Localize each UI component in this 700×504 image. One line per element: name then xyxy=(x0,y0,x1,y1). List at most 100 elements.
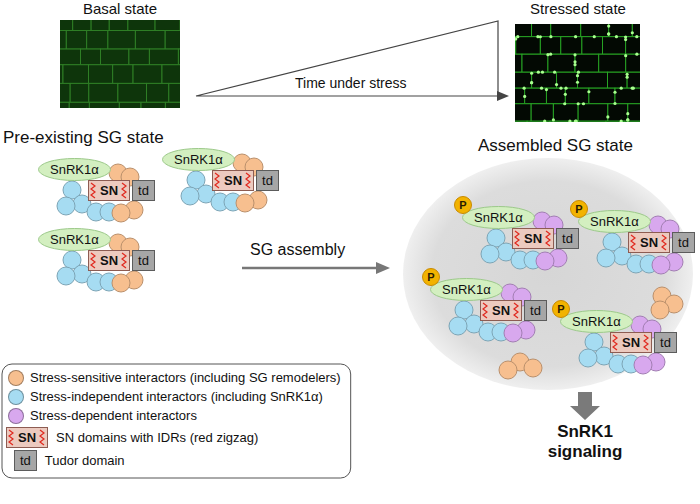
snrk1-ellipse: SnRK1α xyxy=(462,206,535,229)
phospho-circle: P xyxy=(454,196,472,214)
plant-cell xyxy=(91,20,109,30)
interactor-circles xyxy=(57,154,683,379)
idr-zigzag xyxy=(122,183,126,198)
basal-micrograph xyxy=(60,20,180,108)
granule-dot xyxy=(613,102,616,105)
idr-zigzag xyxy=(515,231,519,246)
plant-cell xyxy=(89,83,118,102)
plant-cell xyxy=(540,37,560,55)
snrk1-ellipse-shape xyxy=(39,159,111,181)
plant-cell xyxy=(522,54,548,72)
plant-cell xyxy=(515,72,532,88)
granule-dot xyxy=(549,53,552,56)
granule-dot xyxy=(615,35,618,38)
legend-box xyxy=(2,364,351,478)
plant-cell xyxy=(118,83,147,102)
granule-dot xyxy=(624,35,627,38)
snrk1-ellipse: SnRK1α xyxy=(430,278,503,301)
granule-dot xyxy=(632,87,635,90)
plant-cell xyxy=(525,88,547,104)
phospho-mark: P xyxy=(454,196,472,214)
interactor-protein xyxy=(524,359,542,377)
protein-name: SnRK1α xyxy=(442,282,491,297)
granule-dot xyxy=(607,32,610,35)
plant-cell xyxy=(162,65,180,84)
plant-cell xyxy=(550,121,577,122)
granule-dot xyxy=(549,35,552,38)
sn-domain-box: SN xyxy=(212,170,254,191)
plant-cell xyxy=(129,49,150,65)
domain-name: SN xyxy=(224,173,242,188)
snrk1-ellipse: SnRK1α xyxy=(560,310,633,333)
micrograph-panel: Basal state xyxy=(55,0,185,112)
granule-dot xyxy=(515,37,517,40)
protein-name: SnRK1α xyxy=(474,210,523,225)
plant-cell xyxy=(515,54,522,72)
idr-zigzag xyxy=(514,303,518,318)
granule-dot xyxy=(606,115,609,118)
plant-cell xyxy=(60,49,81,65)
legend-swatch xyxy=(8,389,24,405)
legend-text: Stress-dependent interactors xyxy=(30,408,197,424)
granule-dot xyxy=(546,53,549,56)
phospho-circle-shape xyxy=(455,197,472,214)
domain-name: td xyxy=(678,235,689,250)
protein-name: SnRK1α xyxy=(174,152,223,167)
panel-heading: Stressed state xyxy=(508,0,648,18)
plant-cell xyxy=(516,37,541,55)
time-wedge-outline xyxy=(196,21,498,96)
idr-zigzag xyxy=(483,303,487,318)
plant-cell xyxy=(66,30,86,49)
plant-cell xyxy=(527,121,550,122)
plant-cell xyxy=(531,104,553,121)
plant-cell xyxy=(60,20,73,30)
granule-dot xyxy=(573,63,576,66)
plant-cell xyxy=(578,72,608,88)
interactor-protein xyxy=(579,349,597,367)
granule-dot xyxy=(541,71,544,74)
phospho-mark: P xyxy=(422,268,440,286)
granule-dot xyxy=(564,87,567,90)
interactor-protein xyxy=(634,356,652,374)
snrk1-ellipse-shape xyxy=(39,229,111,251)
phospho-mark: P xyxy=(570,200,588,218)
plant-cell xyxy=(515,121,527,122)
domain-name: td xyxy=(530,303,541,318)
granule-dot xyxy=(568,120,571,122)
plant-cell xyxy=(599,54,626,72)
plant-cell xyxy=(113,65,133,84)
granule-dot xyxy=(626,76,629,79)
plant-cell xyxy=(101,49,129,65)
idr-zigzag xyxy=(546,231,550,246)
plant-cell xyxy=(609,24,633,37)
granule-dot xyxy=(593,35,596,38)
idr-zigzag xyxy=(613,335,617,350)
state-label: Assembled SG state xyxy=(478,136,633,156)
plant-cell xyxy=(60,102,69,108)
time-wedge: Time under stress xyxy=(195,18,510,100)
stressed-cells xyxy=(515,24,640,122)
plant-cell xyxy=(108,30,136,49)
protein-name: SnRK1α xyxy=(50,232,99,247)
granule-dot xyxy=(573,53,576,56)
domain-name: SN xyxy=(492,303,510,318)
snrk1-ellipse: SnRK1α xyxy=(578,210,651,233)
granule-dot xyxy=(626,118,629,121)
domain-name: td xyxy=(138,183,149,198)
granule-dot xyxy=(545,88,548,91)
domain-name: SN xyxy=(640,235,658,250)
plant-cell xyxy=(561,37,582,55)
phospho-circle-shape xyxy=(423,269,440,286)
idr-zigzag xyxy=(122,253,126,268)
granule-dot xyxy=(543,120,546,122)
granule-dot xyxy=(635,35,638,38)
plant-cell xyxy=(628,104,640,121)
snrk1-ellipse-shape xyxy=(561,311,633,333)
snrk1-ellipse: SnRK1α xyxy=(38,158,111,181)
granule-dot xyxy=(607,24,610,27)
plant-cell xyxy=(81,49,101,65)
domain-name: td xyxy=(660,335,671,350)
interactor-protein xyxy=(57,197,75,215)
granule-dot xyxy=(624,54,627,57)
